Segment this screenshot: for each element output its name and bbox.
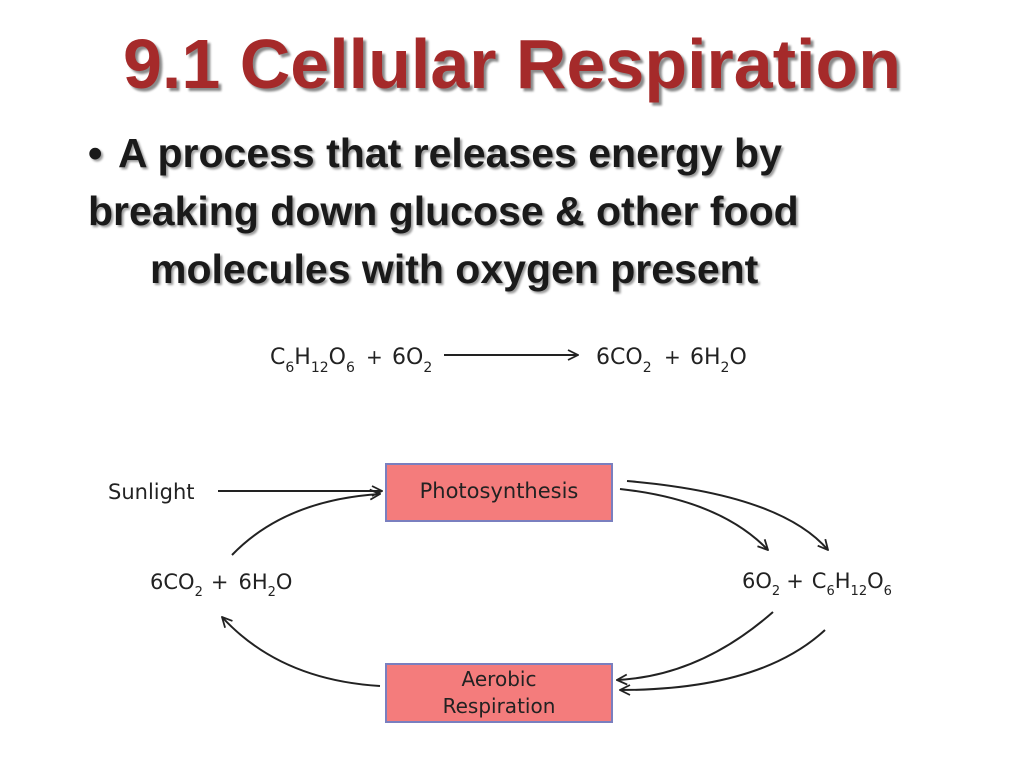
arrow-products-to-respiration-inner xyxy=(617,611,774,680)
arrow-co2-to-photosynthesis xyxy=(231,494,380,556)
right-products-oxygen-glucose: 6O2+C6H12O6 xyxy=(742,569,892,599)
equation-reactant-oxygen: 6O2 xyxy=(392,345,432,376)
aerobic-respiration-box xyxy=(385,663,613,723)
arrow-photosynthesis-to-products-inner xyxy=(619,488,768,550)
arrow-products-to-respiration-outer xyxy=(620,629,826,690)
photosynthesis-label: Photosynthesis xyxy=(420,479,579,503)
aerobic-label: Aerobic xyxy=(462,667,537,691)
equation-plus-2: + xyxy=(664,345,681,369)
left-products-co2-water: 6CO2+6H2O xyxy=(150,570,292,600)
equation-plus-1: + xyxy=(366,345,383,369)
bullet-line-2: breaking down glucose & other food xyxy=(88,188,799,234)
equation-product-co2: 6CO2 xyxy=(596,345,652,376)
equation-product-water: 6H2O xyxy=(690,345,747,376)
respiration-equation: C6H12O6 + 6O2 6CO2 + 6H2O xyxy=(270,345,747,376)
bullet-text: • A process that releases energy by break… xyxy=(70,124,980,298)
arrow-photosynthesis-to-products-outer xyxy=(626,480,828,550)
bullet-line-3: molecules with oxygen present xyxy=(150,246,759,292)
bullet-line-1-text: A process that releases energy by xyxy=(118,130,782,176)
slide-title: 9.1 Cellular Respiration xyxy=(122,25,902,103)
equation-reactant-glucose: C6H12O6 xyxy=(270,345,355,376)
energy-cycle-diagram: Sunlight Photosynthesis Aerobic Respirat… xyxy=(108,463,892,723)
arrow-respiration-to-co2 xyxy=(222,617,381,687)
sunlight-label: Sunlight xyxy=(108,480,195,504)
bullet-icon: • xyxy=(88,130,103,176)
respiration-label: Respiration xyxy=(443,694,556,718)
bullet-line-1: • A process that releases energy by xyxy=(70,124,980,182)
photosynthesis-box xyxy=(385,463,613,522)
